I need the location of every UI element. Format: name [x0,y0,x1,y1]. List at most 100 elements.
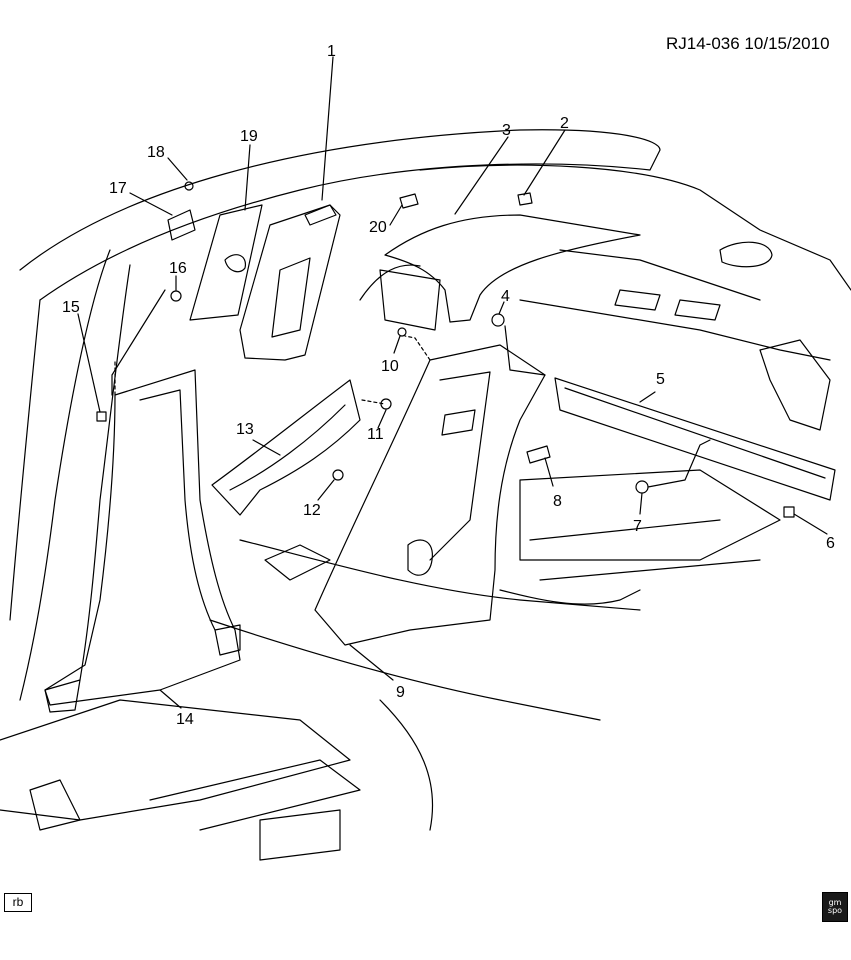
callout-8: 8 [553,493,562,510]
rocker-sill [0,699,351,821]
callout-4: 4 [501,288,510,305]
part-1-window [271,257,311,338]
rear-deck-edge [519,299,831,361]
callout-2: 2 [560,115,569,132]
part-9-bracket [441,409,476,436]
roof-rail-outline [19,129,661,301]
rocker-bracket [29,779,81,831]
callout-5: 5 [656,371,665,388]
leader-1 [321,56,334,201]
leader-dash-9 [404,335,431,361]
rear-deck-edge-2 [559,249,761,301]
part-20-clip [399,193,419,209]
sill-detail [259,809,341,861]
part-16-clip [170,290,182,302]
part-15-clip [96,411,107,422]
part-14-foot [44,679,81,713]
seat-track [499,589,641,605]
leader-10 [393,335,401,354]
part-6-clip [783,506,795,518]
callout-19: 19 [240,128,258,145]
part-7-plug [635,480,649,494]
part-3-body [384,214,641,323]
part-1-body [239,204,341,361]
c-pillar-structure [759,339,831,431]
floor-line-3 [379,699,434,831]
leader-7b [647,439,711,488]
gm-spo-logo-text: gm spo [827,898,843,915]
part-14-body [44,369,241,706]
part-10-fastener [397,327,407,337]
callout-16: 16 [169,260,187,277]
part-14-inner [139,389,216,631]
part-11-fastener [380,398,392,410]
b-pillar-frame-inner [79,264,131,681]
part-5-body [554,377,836,501]
leader-4 [498,301,505,315]
part-18-screw [184,181,194,191]
leader-17 [129,192,173,216]
floor-channel-2 [539,559,761,581]
leader-3 [454,136,509,215]
callout-12: 12 [303,502,321,519]
callout-17: 17 [109,180,127,197]
callout-11: 11 [367,426,384,443]
part-13-edge [229,404,346,491]
inner-panel-detail [379,269,441,331]
part-5-inner [564,387,826,479]
rear-shelf-outline [419,164,851,291]
rocker-sill-2 [149,759,361,831]
part-9-body [314,344,546,646]
part-1-tab [304,204,337,226]
leader-7 [639,492,643,515]
part-12-clip [332,469,344,481]
callout-1: 1 [327,43,336,60]
callout-7: 7 [633,518,642,535]
shelf-slots [614,289,721,321]
part-4-plug [491,313,505,327]
leader-6 [793,513,828,535]
leader-15 [77,313,101,413]
part-9-pocket [407,539,433,576]
part-9-inner [429,371,491,561]
floor-channel [529,519,721,541]
leader-16b [111,289,166,396]
b-pillar-frame [19,249,111,701]
callout-15: 15 [62,299,80,316]
floor-line-1 [239,539,641,611]
part-14-foot-2 [214,624,241,656]
leader-8 [544,457,554,487]
callout-10: 10 [381,358,399,375]
callout-labels: 1 2 3 4 5 6 7 8 9 10 11 12 13 14 15 16 1… [62,43,835,728]
floor-line-2 [209,619,601,721]
leader-12 [317,479,335,501]
part-19-clip [224,254,247,273]
leader-5 [639,391,656,403]
callout-9: 9 [396,684,405,701]
callout-6: 6 [826,535,835,552]
part-17-bracket [167,209,196,241]
part-2-clip [517,192,533,206]
callout-18: 18 [147,144,165,161]
floor-pan [519,469,781,561]
diagram-code: RJ14-036 10/15/2010 [666,34,830,53]
callout-13: 13 [236,421,254,438]
leader-18 [167,157,188,181]
leader-20 [389,204,403,226]
leader-4b [504,325,546,376]
inner-panel-detail-2 [264,544,331,581]
b-pillar-frame-outer [9,299,41,621]
speaker-opening [719,241,773,268]
gm-spo-logo: gm spo [822,892,848,922]
leader-11 [377,409,387,429]
leader-13 [252,439,281,456]
part-19-body [189,204,263,321]
callout-14: 14 [176,711,194,728]
leader-14 [159,689,182,709]
leader-dash-13 [361,399,386,405]
corner-tag: rb [4,893,32,912]
leader-19 [244,144,251,211]
callout-20: 20 [369,219,387,236]
